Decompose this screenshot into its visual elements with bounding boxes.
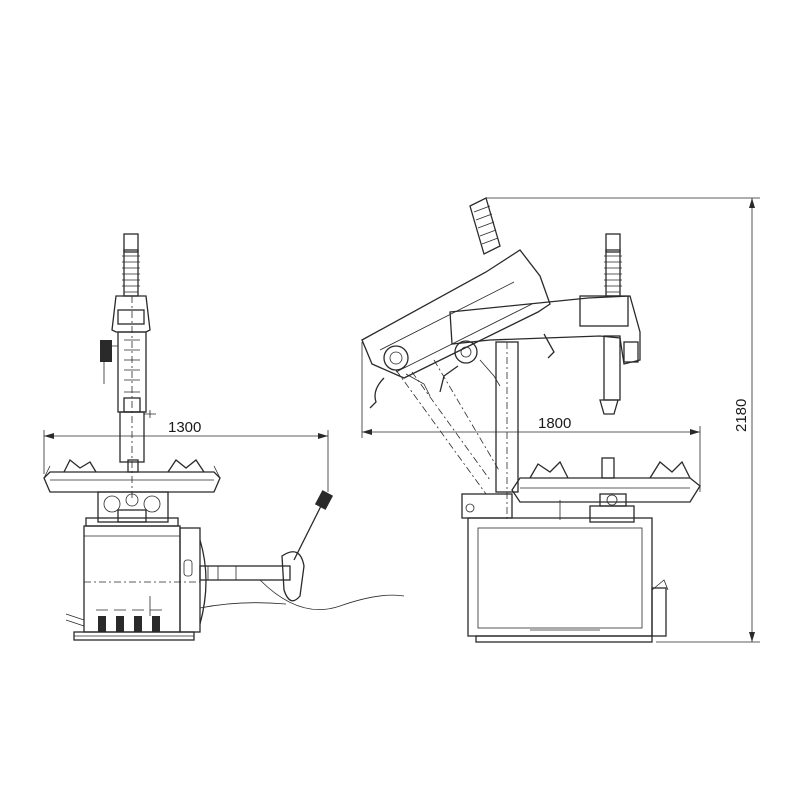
width-front-label: 1300 xyxy=(168,419,201,436)
front-side-arm xyxy=(199,490,405,610)
dimension-width-side: 1800 xyxy=(361,342,701,492)
side-turntable xyxy=(511,457,701,507)
width-side-label: 1800 xyxy=(538,415,571,432)
dimension-height: 2180 xyxy=(486,197,760,643)
front-column-shaft xyxy=(119,296,156,500)
front-gearbox xyxy=(85,491,179,527)
front-cabinet xyxy=(73,525,207,641)
side-tilted-arm xyxy=(361,197,555,495)
front-turntable xyxy=(43,458,221,493)
side-upright-spring xyxy=(604,233,622,297)
front-pedals xyxy=(65,596,162,632)
front-column-spring xyxy=(122,233,140,297)
front-column-head xyxy=(100,295,151,413)
side-working-arm xyxy=(439,295,641,415)
side-view: 1800 2180 xyxy=(361,197,760,643)
dimension-width-front: 1300 xyxy=(43,419,329,492)
side-column xyxy=(495,341,519,520)
front-view: 1300 xyxy=(43,233,405,641)
height-label: 2180 xyxy=(733,399,750,432)
side-cabinet xyxy=(467,517,669,643)
